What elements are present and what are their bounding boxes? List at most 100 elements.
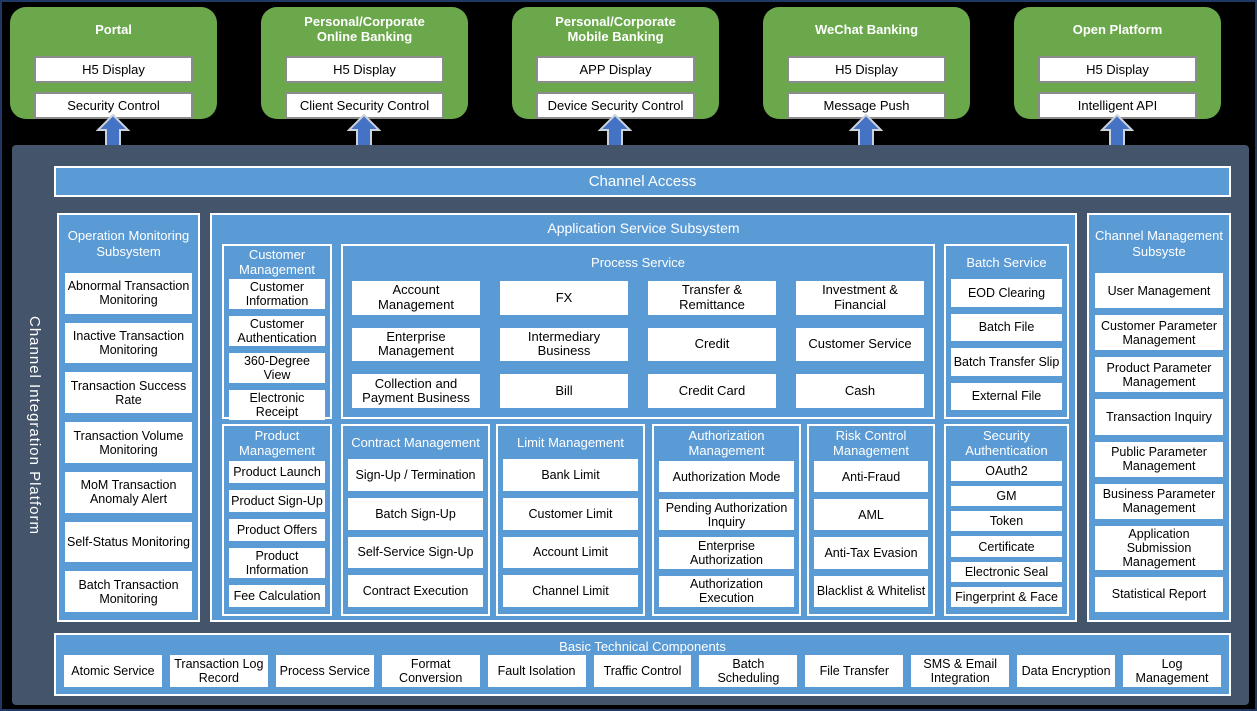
product-management-item: Product Launch — [229, 460, 325, 483]
channel-management-item: Application Submission Management — [1095, 525, 1223, 570]
section-title: Basic Technical Components — [559, 638, 726, 654]
channel-capability-item: APP Display — [536, 56, 695, 83]
customer-management-item: Electronic Receipt — [229, 390, 325, 420]
section-title: Risk Control Management — [833, 428, 909, 458]
section-title: Channel Management Subsyste — [1095, 228, 1223, 259]
basic-technical-components-section: Basic Technical Components Atomic Servic… — [54, 633, 1231, 696]
limit-management-item: Bank Limit — [503, 459, 638, 491]
channel-card-online-banking: Personal/Corporate Online Banking H5 Dis… — [261, 7, 468, 119]
basic-technical-item: Fault Isolation — [487, 655, 586, 687]
channel-capability-item: H5 Display — [1038, 56, 1197, 83]
section-title: Limit Management — [517, 434, 624, 450]
product-management-item: Product Offers — [229, 518, 325, 541]
limit-management-item: Channel Limit — [503, 575, 638, 607]
customer-management-item: Customer Information — [229, 279, 325, 309]
channel-management-subsystem: Channel Management Subsyste User Managem… — [1087, 213, 1231, 622]
channel-capability-item: H5 Display — [34, 56, 193, 83]
channel-integration-platform-panel: Channel Integration Platform Channel Acc… — [12, 145, 1249, 705]
process-service-item: Collection and Payment Business — [352, 374, 480, 408]
process-service-item: Bill — [500, 374, 628, 408]
authorization-management-item: Authorization Execution — [659, 575, 794, 607]
section-title: Product Management — [239, 428, 315, 458]
security-authentication-item: OAuth2 — [951, 460, 1062, 482]
channel-card-title: Open Platform — [1072, 21, 1163, 37]
channel-management-item: Business Parameter Management — [1095, 483, 1223, 519]
authorization-management-item: Pending Authorization Inquiry — [659, 499, 794, 531]
process-service-item: Customer Service — [796, 327, 924, 362]
limit-management-item: Account Limit — [503, 536, 638, 569]
risk-control-item: Blacklist & Whitelist — [814, 575, 928, 607]
channel-access-bar: Channel Access — [54, 166, 1231, 197]
security-authentication-item: Fingerprint & Face — [951, 586, 1062, 607]
channel-management-item: Statistical Report — [1095, 576, 1223, 612]
channel-capability-item: H5 Display — [787, 56, 946, 83]
channel-card-title: WeChat Banking — [814, 21, 919, 37]
operation-monitoring-item: Transaction Success Rate — [65, 372, 192, 414]
channel-card-title: Personal/Corporate Online Banking — [304, 14, 425, 44]
product-management-item: Product Sign-Up — [229, 489, 325, 512]
channel-capability-item: Intelligent API — [1038, 92, 1197, 119]
basic-technical-item: Process Service — [275, 655, 374, 687]
security-authentication-item: GM — [951, 486, 1062, 507]
batch-service-item: Batch File — [951, 313, 1062, 341]
section-title: Customer Management — [239, 247, 315, 277]
basic-technical-item: Traffic Control — [593, 655, 692, 687]
section-title: Operation Monitoring Subsystem — [67, 228, 190, 259]
section-title: Batch Service — [966, 254, 1047, 270]
security-authentication-item: Certificate — [951, 536, 1062, 557]
operation-monitoring-item: Inactive Transaction Monitoring — [65, 322, 192, 364]
basic-technical-item: Batch Scheduling — [699, 655, 798, 687]
channel-card-title: Portal — [95, 21, 132, 37]
process-service-item: Cash — [796, 374, 924, 408]
channel-management-item: Customer Parameter Management — [1095, 315, 1223, 351]
customer-management-item: 360-Degree View — [229, 353, 325, 383]
platform-vertical-label: Channel Integration Platform — [26, 315, 43, 535]
channel-capability-item: H5 Display — [285, 56, 444, 83]
customer-management-section: Customer Management Customer Information… — [222, 244, 332, 420]
limit-management-item: Customer Limit — [503, 497, 638, 530]
operation-monitoring-item: Abnormal Transaction Monitoring — [65, 273, 192, 314]
batch-service-item: External File — [951, 382, 1062, 410]
contract-management-item: Batch Sign-Up — [348, 497, 483, 530]
process-service-item: Credit — [648, 327, 776, 362]
basic-technical-item: Data Encryption — [1017, 655, 1116, 687]
section-title: Security Authentication — [965, 428, 1048, 458]
process-service-item: Credit Card — [648, 374, 776, 408]
operation-monitoring-item: Transaction Volume Monitoring — [65, 422, 192, 463]
authorization-management-item: Enterprise Authorization — [659, 537, 794, 569]
process-service-item: Investment & Financial — [796, 281, 924, 315]
product-management-item: Fee Calculation — [229, 584, 325, 607]
section-title: Application Service Subsystem — [547, 220, 740, 236]
authorization-management-section: Authorization Management Authorization M… — [652, 424, 801, 616]
contract-management-item: Self-Service Sign-Up — [348, 536, 483, 569]
channel-management-item: Product Parameter Management — [1095, 357, 1223, 393]
section-title: Authorization Management — [688, 428, 765, 458]
risk-control-item: AML — [814, 499, 928, 531]
process-service-item: Account Management — [352, 281, 480, 315]
product-management-item: Product Information — [229, 547, 325, 578]
operation-monitoring-subsystem: Operation Monitoring Subsystem Abnormal … — [57, 213, 200, 622]
process-service-item: Intermediary Business — [500, 327, 628, 362]
operation-monitoring-item: Batch Transaction Monitoring — [65, 571, 192, 613]
